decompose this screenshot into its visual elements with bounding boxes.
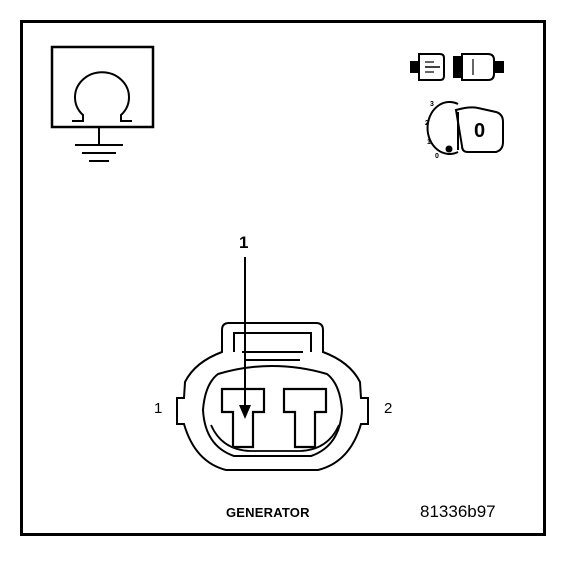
callout-arrow [239, 257, 251, 419]
ignition-pos-1: 1 [427, 139, 431, 146]
ignition-pos-3: 3 [430, 101, 434, 108]
ignition-pos-0: 0 [435, 153, 439, 160]
pin-2-label: 2 [384, 400, 393, 417]
diagram-frame [20, 20, 546, 536]
figure-id: 81336b97 [420, 502, 496, 521]
generator-connector [176, 322, 369, 471]
ignition-key-off-icon [426, 101, 504, 155]
ignition-pos-2: 2 [425, 120, 429, 127]
pin-1-label: 1 [154, 400, 163, 417]
disconnect-connector-icon [410, 53, 504, 81]
ohmmeter-ground-icon [50, 45, 155, 162]
connector-name: GENERATOR [226, 505, 310, 520]
callout-label: 1 [239, 233, 249, 252]
ignition-key-letter: 0 [474, 120, 486, 142]
